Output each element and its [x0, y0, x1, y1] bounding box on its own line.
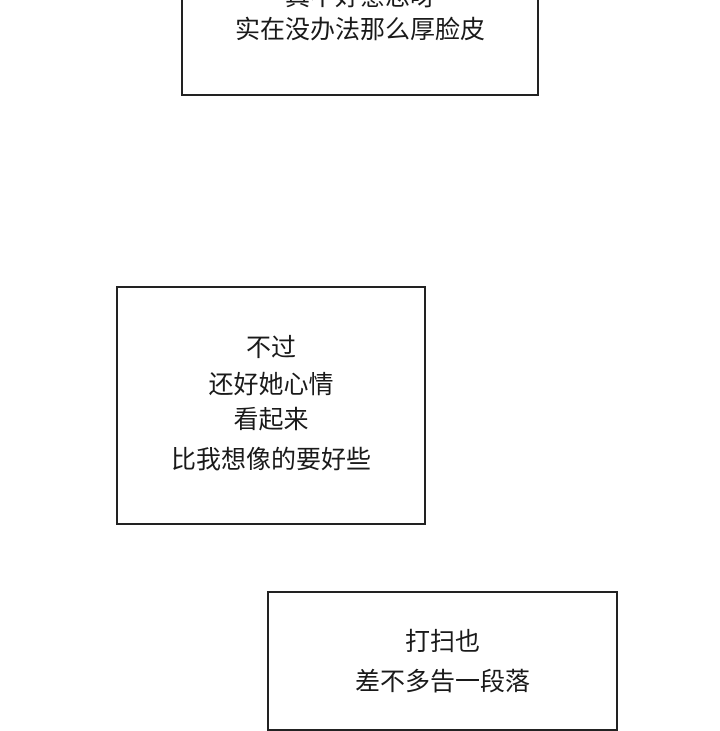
caption-box-1: 真不好意思呀 实在没办法那么厚脸皮	[181, 0, 539, 96]
caption-box-3: 打扫也 差不多告一段落	[267, 591, 618, 731]
caption-line: 看起来	[233, 405, 309, 434]
caption-line: 实在没办法那么厚脸皮	[234, 15, 485, 44]
caption-line: 还好她心情	[208, 370, 334, 399]
caption-line: 打扫也	[404, 627, 480, 656]
caption-line: 真不好意思呀	[183, 0, 537, 12]
caption-box-2: 不过 还好她心情 看起来 比我想像的要好些	[116, 286, 426, 525]
caption-line: 差不多告一段落	[354, 667, 530, 696]
caption-line: 比我想像的要好些	[170, 445, 371, 474]
caption-line: 不过	[245, 333, 296, 362]
